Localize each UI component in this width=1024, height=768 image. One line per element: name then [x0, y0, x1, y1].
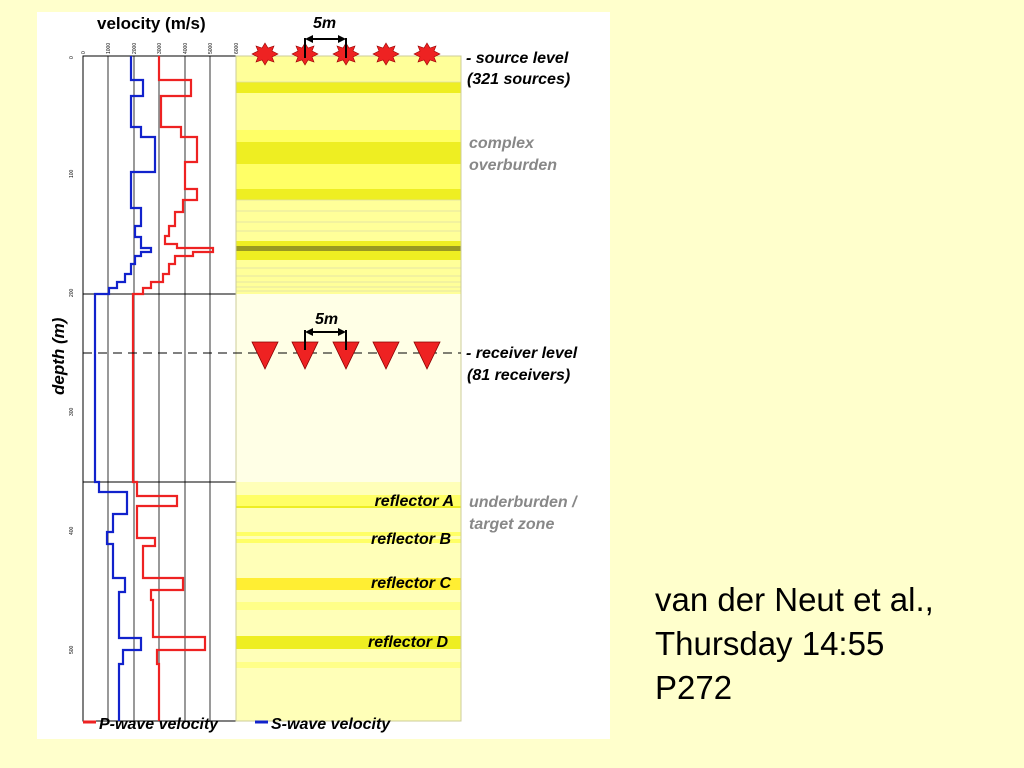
- source-spacing-arrow: [304, 35, 347, 58]
- legend: P-wave velocity S-wave velocity: [83, 716, 391, 733]
- receiver-markers: [251, 341, 441, 370]
- reflector-a-label: reflector A: [375, 493, 454, 510]
- velocity-depth-figure: 0 1000 2000 3000 4000 5000 6000 0 100 20…: [37, 12, 610, 739]
- underburden-label-1: underburden /: [469, 494, 578, 511]
- velocity-tick-2000: 2000: [132, 43, 138, 54]
- overburden-label-2: overburden: [469, 157, 557, 174]
- depth-tick-300: 300: [69, 407, 75, 416]
- overburden-label-1: complex: [469, 135, 535, 152]
- receiver-spacing-label: 5m: [315, 311, 338, 328]
- citation-session-time: Thursday 14:55: [655, 625, 885, 662]
- legend-s-label: S-wave velocity: [271, 716, 391, 733]
- source-spacing-label: 5m: [313, 15, 336, 32]
- velocity-tick-6000: 6000: [234, 43, 240, 54]
- legend-p-label: P-wave velocity: [99, 716, 219, 733]
- s-wave-velocity-curve: [93, 56, 157, 721]
- velocity-tick-4000: 4000: [183, 43, 189, 54]
- reflector-b-label: reflector B: [371, 531, 451, 548]
- receiver-count-label: (81 receivers): [467, 367, 570, 384]
- velocity-tick-3000: 3000: [157, 43, 163, 54]
- receiver-marker-1: [251, 341, 279, 370]
- receiver-spacing-arrow: [304, 328, 347, 350]
- depth-tick-100: 100: [69, 169, 75, 178]
- p-wave-velocity-curve: [131, 56, 215, 721]
- layer-column: [235, 55, 462, 722]
- source-marker-4: [372, 42, 400, 66]
- receiver-marker-4: [372, 341, 400, 370]
- velocity-tick-labels: 0 1000 2000 3000 4000 5000 6000: [81, 43, 240, 54]
- velocity-tick-1000: 1000: [106, 43, 112, 54]
- depth-tick-400: 400: [69, 526, 75, 535]
- source-marker-5: [413, 42, 441, 66]
- velocity-tick-0: 0: [81, 51, 87, 54]
- reflector-d-label: reflector D: [368, 634, 448, 651]
- velocity-gridlines: [107, 56, 211, 721]
- velocity-tick-5000: 5000: [208, 43, 214, 54]
- underburden-label-2: target zone: [469, 516, 554, 533]
- velocity-plot-frame: [82, 55, 237, 722]
- source-marker-1: [251, 42, 279, 66]
- receiver-marker-5: [413, 341, 441, 370]
- reflector-c-label: reflector C: [371, 575, 451, 592]
- depth-tick-200: 200: [69, 288, 75, 297]
- depth-axis-title: depth (m): [49, 317, 68, 395]
- receiver-level-label: - receiver level: [466, 345, 578, 362]
- depth-tick-0: 0: [69, 56, 75, 59]
- citation-paper-code: P272: [655, 669, 733, 706]
- citation-text: van der Neut et al., Thursday 14:55 P272: [655, 578, 934, 710]
- depth-tick-500: 500: [69, 645, 75, 654]
- depth-tick-labels: 0 100 200 300 400 500: [69, 56, 75, 654]
- source-count-label: (321 sources): [467, 71, 570, 88]
- citation-authors: van der Neut et al.,: [655, 581, 934, 618]
- source-level-label: - source level: [466, 50, 569, 67]
- velocity-axis-title: velocity (m/s): [97, 14, 206, 33]
